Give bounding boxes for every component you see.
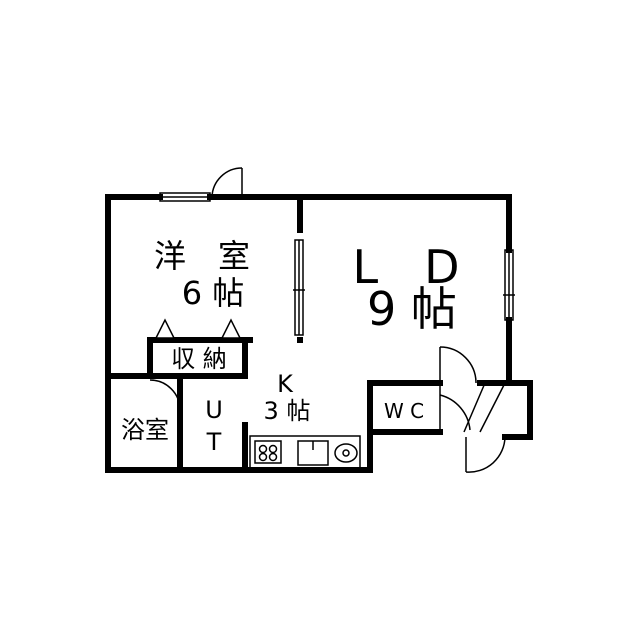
windows [159,192,515,336]
wc-label: W C [384,399,424,423]
western-room-size: 6 帖 [182,274,245,312]
washbasin-icon [334,443,358,463]
stove-icon [254,440,282,464]
storage-doors [154,318,242,339]
ld-name: L D [352,240,459,294]
ld-size: 9 帖 [367,282,457,336]
doors [149,167,506,473]
bath-label: 浴室 [121,416,169,444]
storage-label: 収 納 [171,345,227,373]
kitchen-fixtures [249,435,361,469]
kitchen-name: K [277,370,294,398]
kitchen-size: 3 帖 [264,397,311,425]
utility-label-u: U [205,396,223,424]
utility-label-t: T [206,428,222,456]
western-room-name: 洋 室 [154,237,250,275]
